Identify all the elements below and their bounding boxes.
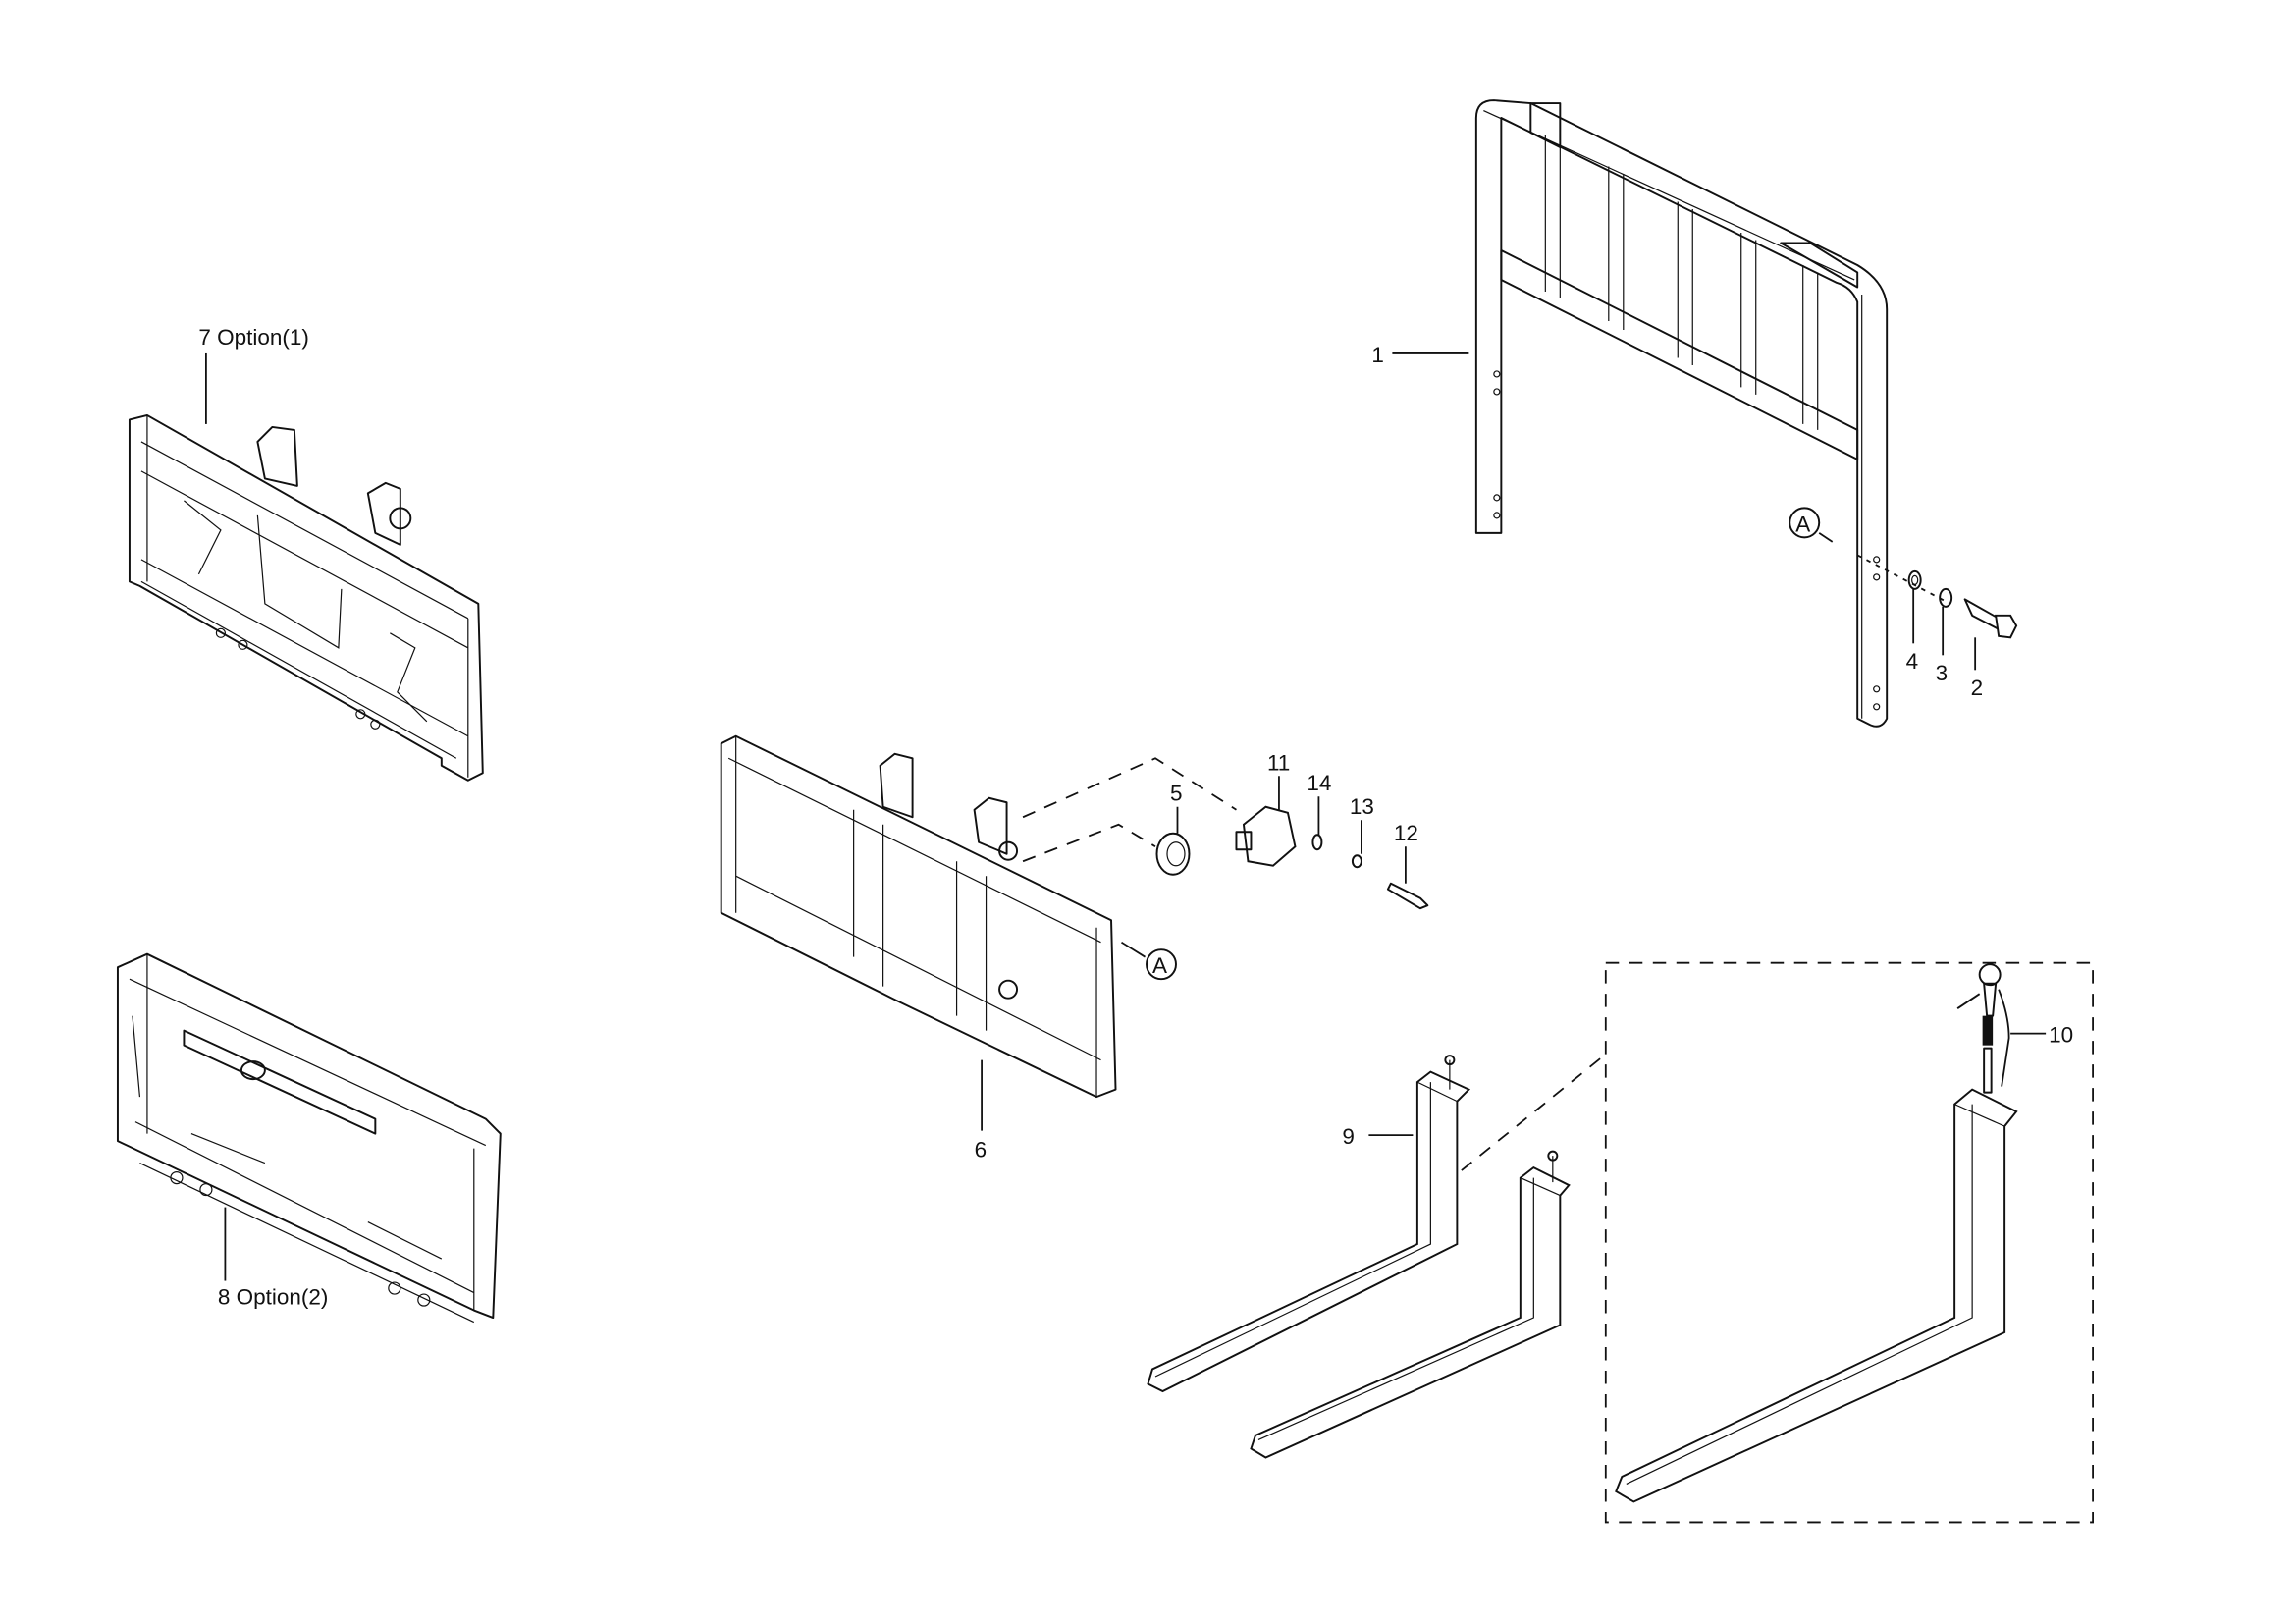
- fork-pin-part-10: [1956, 963, 2002, 1094]
- part-label-14: 14: [1307, 771, 1331, 795]
- optional-assembly-box: [1604, 961, 2094, 1524]
- part-label-12: 12: [1394, 821, 1418, 845]
- part-label-8-option-2: 8 Option(2): [218, 1285, 328, 1310]
- assembly-line: [1022, 823, 1156, 863]
- side-roller-part-11: [1235, 805, 1297, 867]
- part-label-2: 2: [1971, 676, 1984, 700]
- part-label-3: 3: [1936, 661, 1949, 685]
- part-label-13: 13: [1350, 794, 1374, 819]
- part-label-1: 1: [1371, 343, 1384, 367]
- reference-a-label: A: [1795, 512, 1810, 536]
- fork-part-9: [1147, 1055, 1471, 1393]
- carriage-option-1-part-7: [128, 413, 484, 782]
- assembly-line: [1461, 1053, 1607, 1171]
- bolt-part-12: [1386, 882, 1429, 910]
- part-label-4: 4: [1906, 649, 1919, 674]
- part-label-5: 5: [1170, 782, 1183, 806]
- load-backrest-part-1: [1474, 99, 1889, 728]
- fork-in-box: [1615, 1088, 2018, 1503]
- reference-a-label: A: [1152, 953, 1167, 978]
- reference-callout-a-backrest: A: [1789, 507, 1834, 543]
- carriage-option-2-part-8: [116, 952, 502, 1324]
- bolt-washer-set: [1856, 554, 2018, 639]
- reference-callout-a-carriage: A: [1121, 941, 1177, 981]
- part-label-9: 9: [1342, 1124, 1355, 1149]
- roller-part-5: [1155, 832, 1191, 876]
- fork-part-9-second: [1250, 1150, 1571, 1459]
- part-label-7-option-1: 7 Option(1): [198, 325, 308, 350]
- part-label-6: 6: [975, 1138, 988, 1163]
- part-label-10: 10: [2049, 1023, 2073, 1048]
- fork-carriage-part-6: [720, 734, 1117, 1099]
- washer-part-14: [1311, 834, 1323, 851]
- assembly-line: [1022, 757, 1237, 819]
- part-label-11: 11: [1267, 750, 1290, 775]
- washer-part-13: [1351, 854, 1362, 869]
